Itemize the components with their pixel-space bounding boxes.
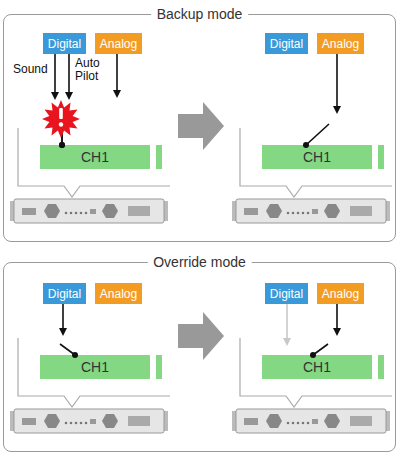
switch-pivot [310, 352, 316, 358]
box-label: Analog [322, 287, 359, 301]
signal-connector [310, 304, 341, 358]
digital-source-box: Digital [265, 33, 308, 54]
switch-pivot [59, 142, 65, 148]
inactive-signal-line [286, 304, 288, 339]
arrow-head [283, 338, 291, 346]
analog-source-box: Analog [317, 283, 364, 304]
error-burst [42, 100, 80, 138]
box-label: CH1 [81, 360, 109, 374]
analog-source-box: Analog [317, 33, 364, 54]
idle-signal-line [116, 54, 118, 92]
digital-source-box: Digital [265, 283, 308, 304]
box-label: Digital [48, 287, 81, 301]
box-label: Digital [270, 37, 303, 51]
device-callout [232, 338, 392, 433]
signal-connector [59, 304, 78, 358]
signal-label: Sound [13, 63, 53, 76]
channel-band: CH1 [262, 355, 372, 379]
switch-pivot [72, 352, 78, 358]
analog-source-box: Analog [95, 283, 142, 304]
box-label: Analog [100, 37, 137, 51]
digital-source-box: Digital [43, 33, 86, 54]
alert-mark [59, 122, 63, 126]
transition-arrow [178, 102, 224, 150]
arrow-head [333, 328, 341, 336]
panel-title: Backup mode [151, 6, 249, 23]
box-label: Analog [100, 287, 137, 301]
connector-line [313, 304, 337, 355]
panel-title: Override mode [147, 254, 252, 271]
signal-label: Auto Pilot [75, 57, 107, 83]
analog-source-box: Analog [95, 33, 142, 54]
connector-line [55, 54, 62, 145]
signal-connector [303, 54, 341, 148]
mode-panel: Backup modeDigitalAnalogCH1DigitalAnalog… [3, 14, 396, 242]
device-callout [10, 128, 170, 223]
arrow-head [51, 92, 59, 100]
connector-line [306, 54, 337, 145]
box-label: Analog [322, 37, 359, 51]
alert-mark [59, 108, 63, 119]
switch-pivot [59, 142, 65, 148]
device-callout [232, 128, 392, 223]
connector-line [62, 54, 69, 145]
box-label: CH1 [303, 150, 331, 164]
channel-band: CH1 [40, 145, 150, 169]
box-label: CH1 [303, 360, 331, 374]
mode-panel: Override modeDigitalAnalogCH1DigitalAnal… [3, 262, 396, 452]
arrow-head [113, 90, 121, 98]
box-label: Digital [270, 287, 303, 301]
transition-arrow [178, 312, 224, 360]
channel-band: CH1 [40, 355, 150, 379]
channel-band: CH1 [262, 145, 372, 169]
digital-source-box: Digital [43, 283, 86, 304]
signal-connector [59, 54, 73, 148]
signal-connector [51, 54, 65, 148]
device-callout [10, 338, 170, 433]
arrow-head [59, 328, 67, 336]
box-label: CH1 [81, 150, 109, 164]
box-label: Digital [48, 37, 81, 51]
arrow-head [333, 106, 341, 114]
switch-pivot [303, 142, 309, 148]
arrow-head [65, 92, 73, 100]
connector-line [60, 304, 75, 355]
